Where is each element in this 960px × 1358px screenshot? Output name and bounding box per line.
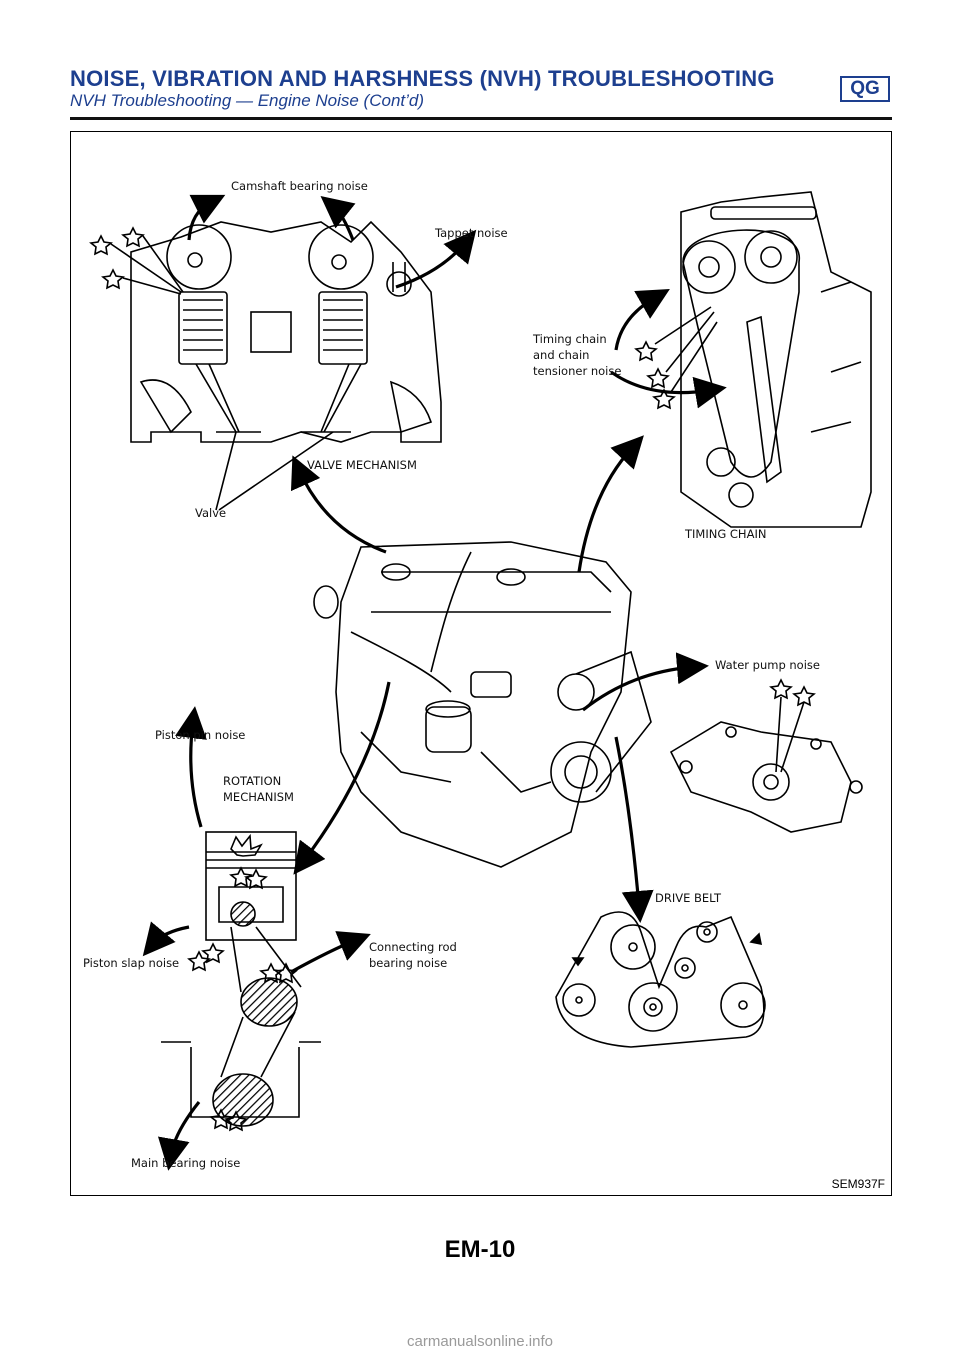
- label-piston-pin-noise: Piston pin noise: [155, 728, 246, 742]
- label-rotation-line-2: MECHANISM: [223, 790, 294, 804]
- label-water-pump-noise: Water pump noise: [715, 658, 820, 672]
- diagram-artwork: [89, 191, 872, 1171]
- label-timing-chain-line-1: Timing chain: [533, 332, 607, 346]
- label-connecting-rod-line-2: bearing noise: [369, 956, 448, 970]
- label-valve: Valve: [195, 506, 227, 520]
- label-timing-chain-line-3: tensioner noise: [533, 364, 622, 378]
- section-subtitle: NVH Troubleshooting — Engine Noise (Cont…: [70, 91, 425, 110]
- header-rule: [70, 117, 892, 120]
- page-number: EM-10: [444, 1236, 516, 1263]
- label-timing-chain-line-2: and chain: [533, 348, 590, 362]
- label-drive-belt: DRIVE BELT: [655, 891, 722, 905]
- engine-code-badge: QG: [840, 76, 890, 102]
- footer-watermark-url[interactable]: carmanualsonline.info: [407, 1333, 553, 1350]
- figure-code: SEM937F: [831, 1177, 885, 1191]
- engine-noise-diagram: Camshaft bearing noise Tappet noise Timi…: [70, 131, 892, 1196]
- drive-belt-drawing: [555, 911, 766, 1048]
- engine-block-drawing: [313, 541, 652, 868]
- label-rotation-line-1: ROTATION: [223, 774, 282, 788]
- section-title: NOISE, VIBRATION AND HARSHNESS (NVH) TRO…: [70, 66, 775, 91]
- water-pump-drawing: [669, 678, 863, 833]
- label-main-bearing-noise: Main bearing noise: [131, 1156, 241, 1170]
- label-piston-slap-noise: Piston slap noise: [83, 956, 180, 970]
- timing-chain-drawing: [634, 191, 872, 528]
- valve-mechanism-drawing: [89, 220, 442, 443]
- piston-assembly-drawing: [161, 831, 321, 1132]
- label-camshaft-bearing-noise: Camshaft bearing noise: [231, 179, 368, 193]
- label-timing-chain: TIMING CHAIN: [685, 527, 767, 541]
- label-connecting-rod-line-1: Connecting rod: [369, 940, 457, 954]
- label-tappet-noise: Tappet noise: [435, 226, 508, 240]
- label-valve-mechanism: VALVE MECHANISM: [307, 458, 417, 472]
